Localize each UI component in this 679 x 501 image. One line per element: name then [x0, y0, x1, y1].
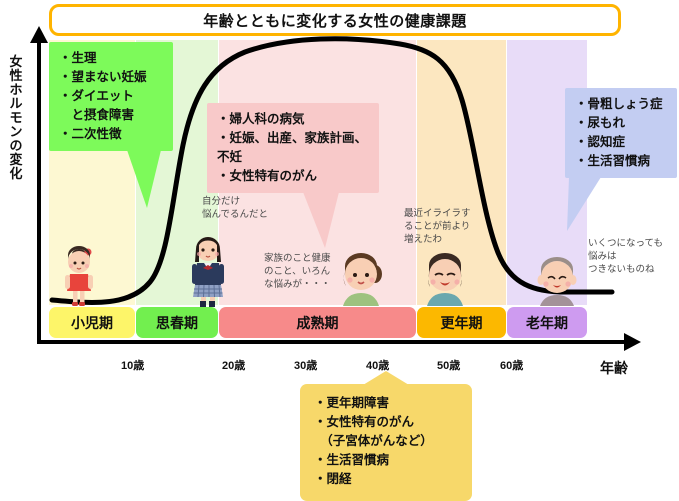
callout-maturity-item-1: ・妊娠、出産、家族計画、不妊 [217, 131, 368, 164]
y-axis-line [37, 40, 41, 340]
person-adult [343, 253, 382, 306]
stage-old-age-label: 老年期 [526, 314, 568, 331]
title-box: 年齢とともに変化する女性の健康課題 [49, 4, 621, 36]
callout-maturity-tail [303, 192, 339, 248]
callout-old-age-item-0: ・骨粗しょう症 [575, 97, 663, 111]
page-title: 年齢とともに変化する女性の健康課題 [203, 12, 467, 30]
callout-puberty-item-4: ・二次性徴 [59, 127, 122, 141]
thought-adult: 家族のこと健康 のこと、いろん な悩みが・・・ [264, 253, 331, 290]
callout-menopause-item-0: ・更年期障害 [314, 396, 390, 410]
stage-old-age: 老年期 [507, 307, 587, 338]
callout-menopause-body: ・更年期障害 ・女性特有のがん （子宮体がんなど） ・生活習慣病 ・閉経 [300, 384, 472, 501]
y-axis-label: 女 性 ホ ル モ ン の 変 化 [2, 54, 30, 182]
callout-old-age-tail [567, 177, 601, 231]
callout-maturity: ・婦人科の病気 ・妊娠、出産、家族計画、不妊 ・女性特有のがん [207, 103, 379, 250]
y-axis-label-char-1: 性 [9, 68, 23, 84]
y-axis-label-char-7: 変 [9, 152, 23, 168]
tick-40: 40歳 [366, 360, 390, 372]
tick-30: 30歳 [294, 360, 318, 372]
x-axis-arrow [624, 333, 641, 351]
callout-old-age-item-3: ・生活習慣病 [575, 154, 651, 168]
callout-puberty-body: ・生理 ・望まない妊娠 ・ダイエット と摂食障害 ・二次性徴 [49, 42, 173, 151]
tick-10: 10歳 [121, 360, 145, 372]
person-teen [192, 237, 224, 307]
callout-menopause-item-1: ・女性特有のがん [314, 415, 415, 429]
stage-puberty-label: 思春期 [156, 314, 198, 331]
callout-puberty: ・生理 ・望まない妊娠 ・ダイエット と摂食障害 ・二次性徴 [49, 42, 173, 210]
callout-menopause-item-4: ・閉経 [314, 472, 352, 486]
thought-teen: 自分だけ 悩んでるんだと [202, 196, 269, 220]
y-axis-label-char-4: モ [9, 110, 23, 126]
y-axis-label-char-3: ル [9, 96, 23, 112]
callout-old-age-body: ・骨粗しょう症 ・尿もれ ・認知症 ・生活習慣病 [565, 88, 677, 178]
thought-elder: いくつになっても 悩みは つきないものね [588, 238, 664, 275]
callout-menopause-item-2: （子宮体がんなど） [314, 434, 433, 448]
y-axis-label-char-6: の [9, 138, 23, 154]
person-child [65, 246, 93, 306]
x-axis-line [37, 340, 627, 344]
callout-puberty-tail [127, 150, 161, 208]
callout-old-age: ・骨粗しょう症 ・尿もれ ・認知症 ・生活習慣病 [565, 88, 677, 237]
callout-puberty-item-0: ・生理 [59, 51, 97, 65]
y-axis-label-char-2: ホ [9, 82, 23, 98]
y-axis-label-char-8: 化 [9, 166, 23, 182]
callout-maturity-item-0: ・婦人科の病気 [217, 112, 305, 126]
person-elderly [537, 257, 577, 306]
callout-puberty-item-1: ・望まない妊娠 [59, 70, 147, 84]
tick-50: 50歳 [437, 360, 461, 372]
y-axis-label-char-0: 女 [9, 54, 23, 69]
callout-old-age-item-2: ・認知症 [575, 135, 626, 149]
callout-menopause: ・更年期障害 ・女性特有のがん （子宮体がんなど） ・生活習慣病 ・閉経 [300, 371, 472, 501]
x-axis-label: 年齢 [600, 360, 628, 376]
callout-old-age-item-1: ・尿もれ [575, 116, 626, 130]
callout-maturity-item-2: ・女性特有のがん [217, 169, 318, 183]
stage-menopause-label: 更年期 [440, 314, 483, 331]
stage-childhood-label: 小児期 [71, 314, 113, 331]
tick-20: 20歳 [222, 360, 246, 372]
person-middle-aged [427, 253, 463, 306]
tick-60: 60歳 [500, 360, 524, 372]
stage-maturity-label: 成熟期 [296, 314, 339, 331]
stage-puberty: 思春期 [136, 307, 218, 338]
stage-maturity: 成熟期 [219, 307, 416, 338]
callout-puberty-item-3: と摂食障害 [59, 108, 135, 122]
callout-maturity-body: ・婦人科の病気 ・妊娠、出産、家族計画、不妊 ・女性特有のがん [207, 103, 379, 193]
callout-menopause-tail [363, 371, 409, 385]
stage-menopause: 更年期 [417, 307, 506, 338]
stage-childhood: 小児期 [49, 307, 135, 338]
y-axis-arrow [30, 26, 48, 43]
y-axis-label-char-5: ン [9, 124, 23, 140]
callout-puberty-item-2: ・ダイエット [59, 89, 134, 103]
callout-menopause-item-3: ・生活習慣病 [314, 453, 390, 467]
thought-middle: 最近イライラす ることが前より 増えたわ [404, 208, 471, 245]
